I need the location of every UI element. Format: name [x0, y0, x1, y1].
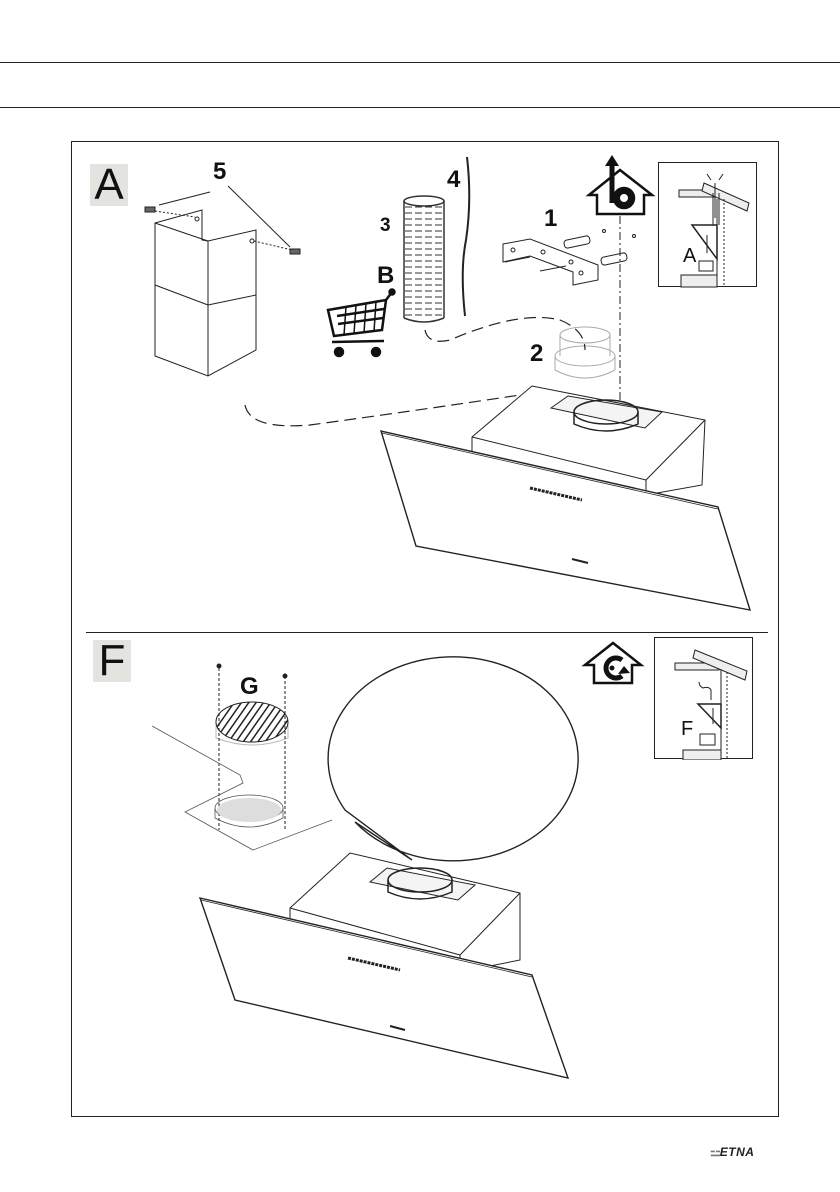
brand-figures-icon: ⚍ — [710, 1145, 720, 1159]
recirculation-mode-inset: F — [654, 637, 753, 759]
brand-logo: ⚍ETNA — [710, 1145, 754, 1159]
charcoal-filter — [216, 702, 288, 745]
inset-label-f: F — [681, 718, 693, 741]
brand-name: ETNA — [720, 1145, 755, 1159]
detail-magnifier — [328, 657, 578, 861]
cooker-hood-f — [200, 853, 568, 1078]
recirculation-house-icon — [585, 643, 641, 683]
recirculation-mode-diagram — [655, 638, 754, 760]
